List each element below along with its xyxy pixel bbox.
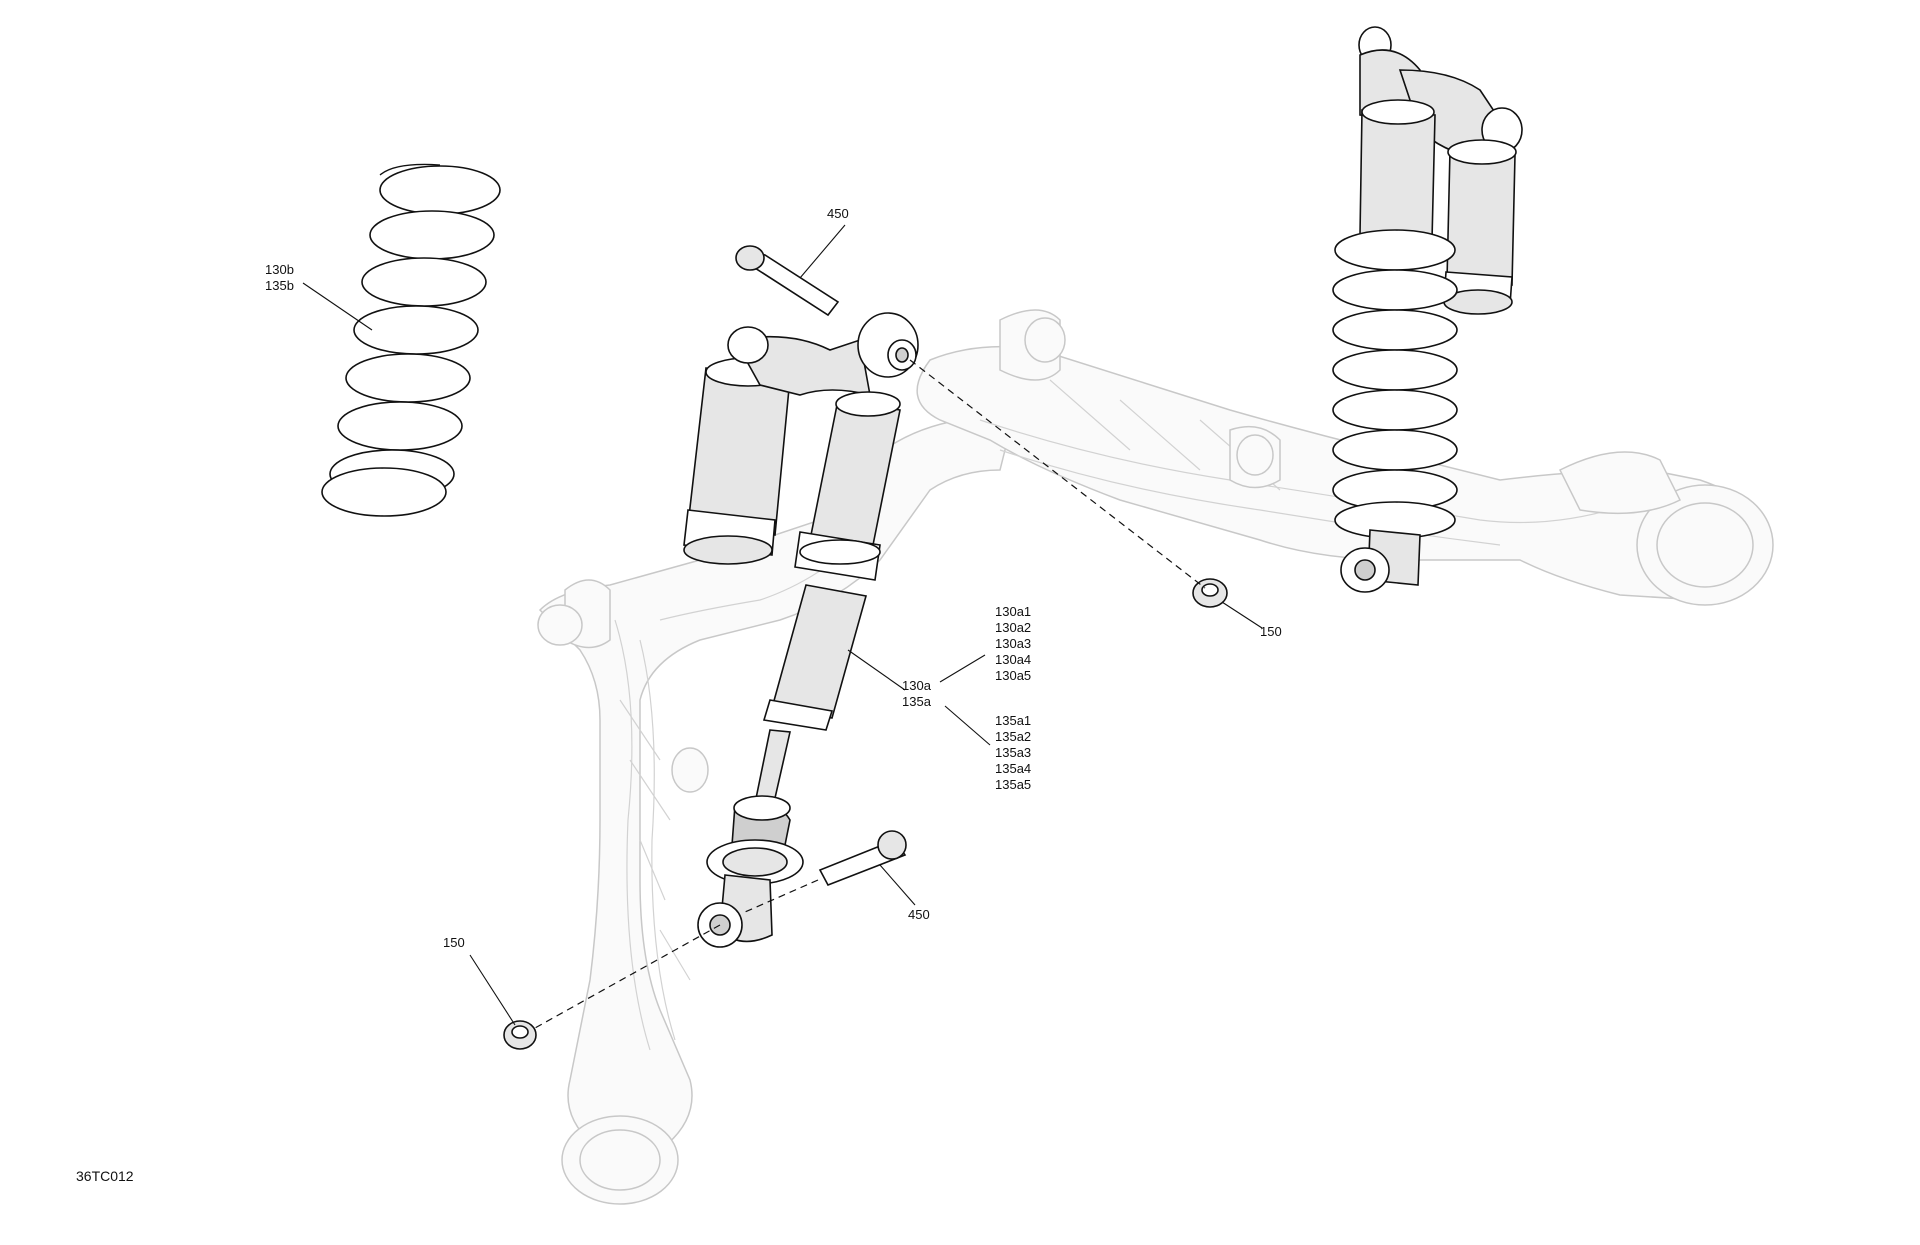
bolt-top [735, 245, 840, 317]
callout-135a1: 135a1 [995, 713, 1032, 728]
callout-135b: 135b [265, 278, 294, 293]
callout-130a5: 130a5 [995, 668, 1032, 683]
callout-130a: 130a [902, 678, 931, 693]
leader-bolt-top [799, 224, 846, 279]
callout-135a4: 135a4 [995, 761, 1032, 776]
callout-130a3: 130a3 [995, 636, 1032, 651]
leader-bolt-bottom [879, 864, 916, 906]
assembly-line-bolt [744, 879, 819, 913]
callout-shock: 130a 135a [902, 678, 931, 710]
callout-nut-right: 150 [1260, 624, 1282, 639]
shock-absorber-rear [1332, 26, 1523, 593]
callout-bolt-bottom: 450 [908, 907, 930, 922]
callout-135a: 135a [902, 694, 931, 709]
callout-135a5: 135a5 [995, 777, 1032, 792]
nut-left [503, 1020, 537, 1050]
coil-spring [321, 163, 501, 517]
leader-shock [847, 649, 906, 691]
callout-135a2: 135a2 [995, 729, 1032, 744]
leader-nut-left [469, 954, 516, 1026]
callout-bolt-top: 450 [827, 206, 849, 221]
diagram-id: 36TC012 [76, 1168, 134, 1184]
bolt-bottom [818, 830, 907, 887]
callout-spring: 130b 135b [265, 262, 294, 294]
callout-135a3: 135a3 [995, 745, 1032, 760]
shock-absorber-front [683, 312, 919, 948]
leader-spring [302, 282, 373, 331]
assembly-line-top [909, 359, 1206, 589]
callout-130a1: 130a1 [995, 604, 1032, 619]
callout-130a2: 130a2 [995, 620, 1032, 635]
callout-130a-variants: 130a1 130a2 130a3 130a4 130a5 [995, 604, 1031, 684]
callout-135a-variants: 135a1 135a2 135a3 135a4 135a5 [995, 713, 1031, 793]
nut-right [1192, 578, 1228, 608]
control-arm-right [916, 309, 1774, 606]
leader-nut-right [1221, 601, 1263, 629]
callout-130a4: 130a4 [995, 652, 1032, 667]
callout-nut-left: 150 [443, 935, 465, 950]
leader-130a-variants [939, 654, 986, 683]
callout-130b: 130b [265, 262, 294, 277]
lower-control-arm-left [537, 419, 1011, 1205]
leader-135a-variants [944, 705, 991, 746]
